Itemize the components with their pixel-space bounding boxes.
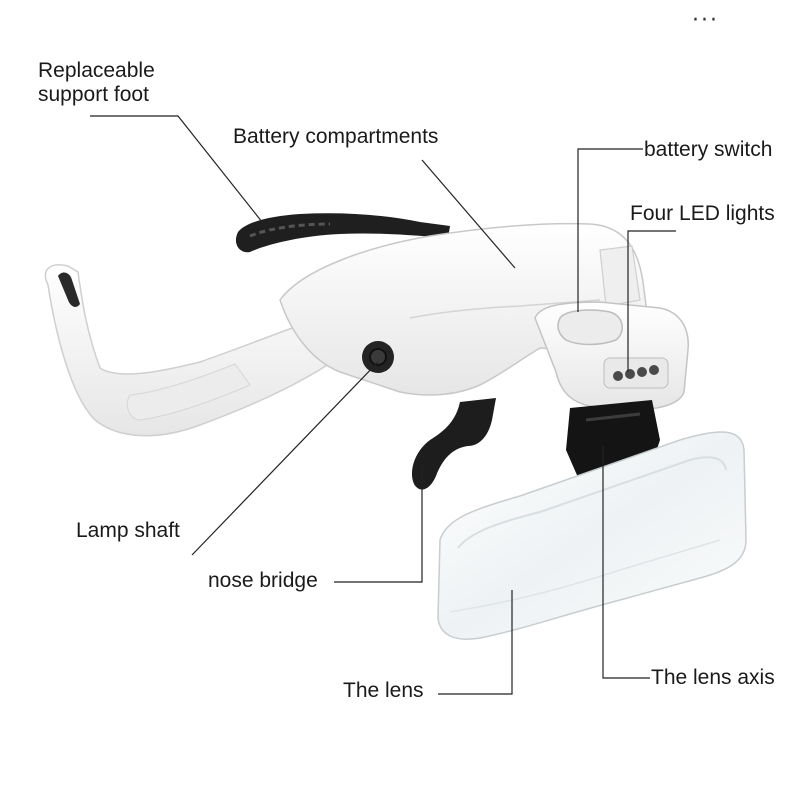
label-lamp-shaft: Lamp shaft	[76, 519, 180, 542]
label-led-lights: Four LED lights	[630, 202, 775, 225]
lens-lower-edge	[449, 539, 721, 613]
label-lens: The lens	[343, 679, 424, 702]
label-battery-switch: battery switch	[644, 138, 773, 161]
led-panel	[603, 357, 669, 389]
leader-battery-switch	[577, 148, 643, 312]
leader-lens	[438, 590, 513, 695]
led-4	[649, 365, 659, 375]
leader-lines	[90, 115, 676, 695]
support-foot-texture	[249, 222, 331, 238]
body-seam	[409, 299, 601, 319]
nose-bridge	[411, 398, 496, 490]
leader-led-lights	[627, 230, 676, 372]
leader-nose-bridge	[334, 466, 423, 583]
led-2	[625, 369, 635, 379]
more-options-icon[interactable]: ···	[692, 8, 719, 33]
lens-plate	[437, 431, 747, 640]
leader-lens-axis	[602, 446, 650, 679]
label-battery-compartments: Battery compartments	[233, 125, 439, 148]
leader-lamp-shaft	[191, 361, 379, 556]
led-1	[613, 371, 623, 381]
lens-inner-edge	[457, 456, 727, 549]
switch-button	[557, 309, 623, 346]
temple-grip	[126, 363, 251, 421]
knob-inner	[369, 348, 387, 366]
label-nose-bridge: nose bridge	[208, 569, 318, 592]
leader-support-foot	[90, 115, 271, 233]
temple-foot-rubber	[58, 272, 80, 307]
leader-battery-compartments	[421, 159, 516, 269]
led-3	[637, 367, 647, 377]
label-lens-axis: The lens axis	[651, 666, 775, 689]
label-support-foot: Replaceable support foot	[38, 59, 155, 106]
lens-axis-highlight	[585, 412, 641, 422]
support-foot-rubber	[235, 213, 450, 253]
battery-door	[599, 245, 641, 307]
